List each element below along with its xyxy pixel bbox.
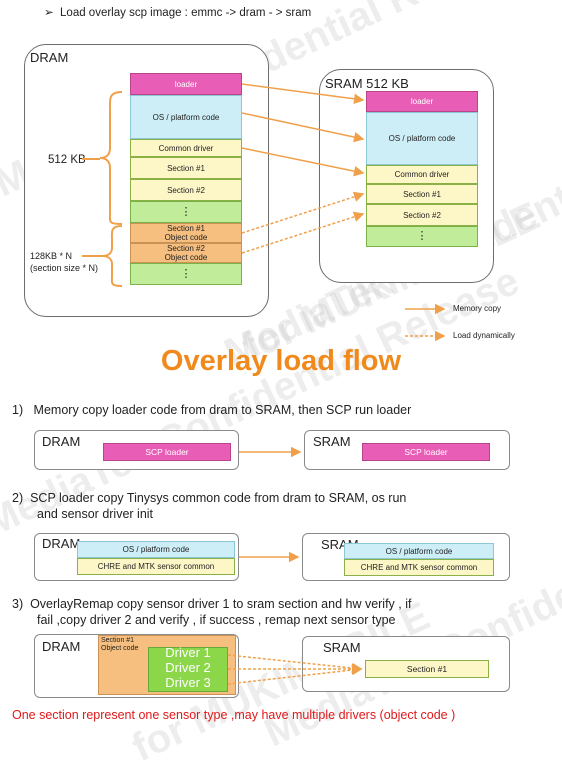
- flow3-dram-label: DRAM: [42, 639, 81, 654]
- flow-arrows: [227, 446, 363, 685]
- legend-memory-copy: Memory copy: [453, 304, 502, 313]
- dram-common-cell: Common driver: [130, 139, 242, 157]
- sram-section2-cell: Section #2: [366, 204, 478, 226]
- flow2-sram-common: CHRE and MTK sensor common: [344, 559, 494, 576]
- sram-section1-cell: Section #1: [366, 184, 478, 204]
- dram-section1-cell: Section #1: [130, 157, 242, 179]
- step-2-text-2: and sensor driver init: [37, 507, 154, 521]
- dram-ellipsis-cell-2: ⋮: [130, 263, 242, 285]
- flow3-section-label: Section #1 Object code: [101, 637, 138, 653]
- arrow-loader: [241, 83, 365, 105]
- dram-object1-cell: Section #1 Object code: [130, 223, 242, 243]
- footer-note: One section represent one sensor type ,m…: [12, 708, 456, 722]
- flow1-dram-label: DRAM: [42, 434, 81, 449]
- object2-line2: Object code: [164, 253, 208, 262]
- flow3-driver-list: Driver 1 Driver 2 Driver 3: [152, 645, 224, 690]
- flow3-arrow-3: [227, 664, 363, 685]
- overlay-size-line2: (section size * N): [30, 263, 99, 273]
- object1-line1: Section #1: [167, 224, 205, 233]
- object1-line2: Object code: [164, 233, 208, 242]
- flow3-sram-section1: Section #1: [365, 660, 489, 678]
- flow3-section-line1: Section #1: [101, 637, 135, 644]
- dram-os-cell: OS / platform code: [130, 95, 242, 139]
- sram-loader-cell: loader: [366, 91, 478, 112]
- step-3-number: 3): [12, 597, 24, 611]
- arrow-os: [241, 112, 365, 143]
- overlay-size-label: 128KB * N (section size * N): [30, 250, 98, 274]
- object2-line1: Section #2: [167, 244, 205, 253]
- page-title: Overlay load flow: [160, 345, 402, 377]
- sram-title: SRAM 512 KB: [325, 76, 409, 91]
- top-diagram-connectors: [82, 83, 446, 342]
- step-2: 2) SCP loader copy Tinysys common code f…: [12, 490, 406, 522]
- step-3-text-1: OverlayRemap copy sensor driver 1 to sra…: [30, 597, 412, 611]
- flow1-sram-scp-loader: SCP loader: [362, 443, 490, 461]
- step-2-text-1: SCP loader copy Tinysys common code from…: [30, 491, 407, 505]
- flow3-section-line2: Object code: [101, 645, 139, 652]
- step-3-text-2: fail ,copy driver 2 and verify , if succ…: [37, 613, 396, 627]
- flow3-sram-label: SRAM: [323, 640, 361, 655]
- step-2-number: 2): [12, 491, 24, 505]
- driver-3-label: Driver 3: [165, 675, 211, 690]
- dram-loader-cell: loader: [130, 73, 242, 95]
- header-line: ➢ Load overlay scp image : emmc -> dram …: [44, 7, 311, 20]
- step-1-number: 1): [12, 403, 24, 417]
- overlay-size-line1: 128KB * N: [30, 251, 73, 261]
- driver-2-label: Driver 2: [165, 660, 211, 675]
- flow3-arrow-1: [227, 654, 363, 674]
- flow3-driver-block: [148, 647, 228, 692]
- arrow-dyn-2: [241, 211, 365, 254]
- flow2-sram-os: OS / platform code: [344, 543, 494, 559]
- dram-ellipsis-cell: ⋮: [130, 201, 242, 223]
- dram-section2-cell: Section #2: [130, 179, 242, 201]
- arrow-common: [241, 147, 365, 177]
- step-1-text: Memory copy loader code from dram to SRA…: [33, 403, 412, 417]
- flow2-dram-os: OS / platform code: [77, 541, 235, 558]
- step-3: 3) OverlayRemap copy sensor driver 1 to …: [12, 596, 411, 628]
- flow2-dram-label: DRAM: [42, 536, 81, 551]
- dram-object2-cell: Section #2 Object code: [130, 243, 242, 263]
- dram-title: DRAM: [30, 50, 69, 65]
- step-1: 1) Memory copy loader code from dram to …: [12, 402, 411, 418]
- arrow-dyn-1: [241, 191, 365, 234]
- flow1-dram-scp-loader: SCP loader: [103, 443, 231, 461]
- sram-ellipsis-cell: ⋮: [366, 226, 478, 247]
- flow1-sram-label: SRAM: [313, 434, 351, 449]
- sram-os-cell: OS / platform code: [366, 112, 478, 165]
- bullet-icon: ➢: [44, 7, 54, 19]
- legend-load-dynamically: Load dynamically: [453, 331, 515, 340]
- header-text: Load overlay scp image : emmc -> dram - …: [60, 7, 312, 19]
- driver-1-label: Driver 1: [165, 645, 211, 660]
- sram-common-cell: Common driver: [366, 165, 478, 184]
- flow2-dram-common: CHRE and MTK sensor common: [77, 558, 235, 575]
- size-label: 512 KB: [48, 154, 86, 166]
